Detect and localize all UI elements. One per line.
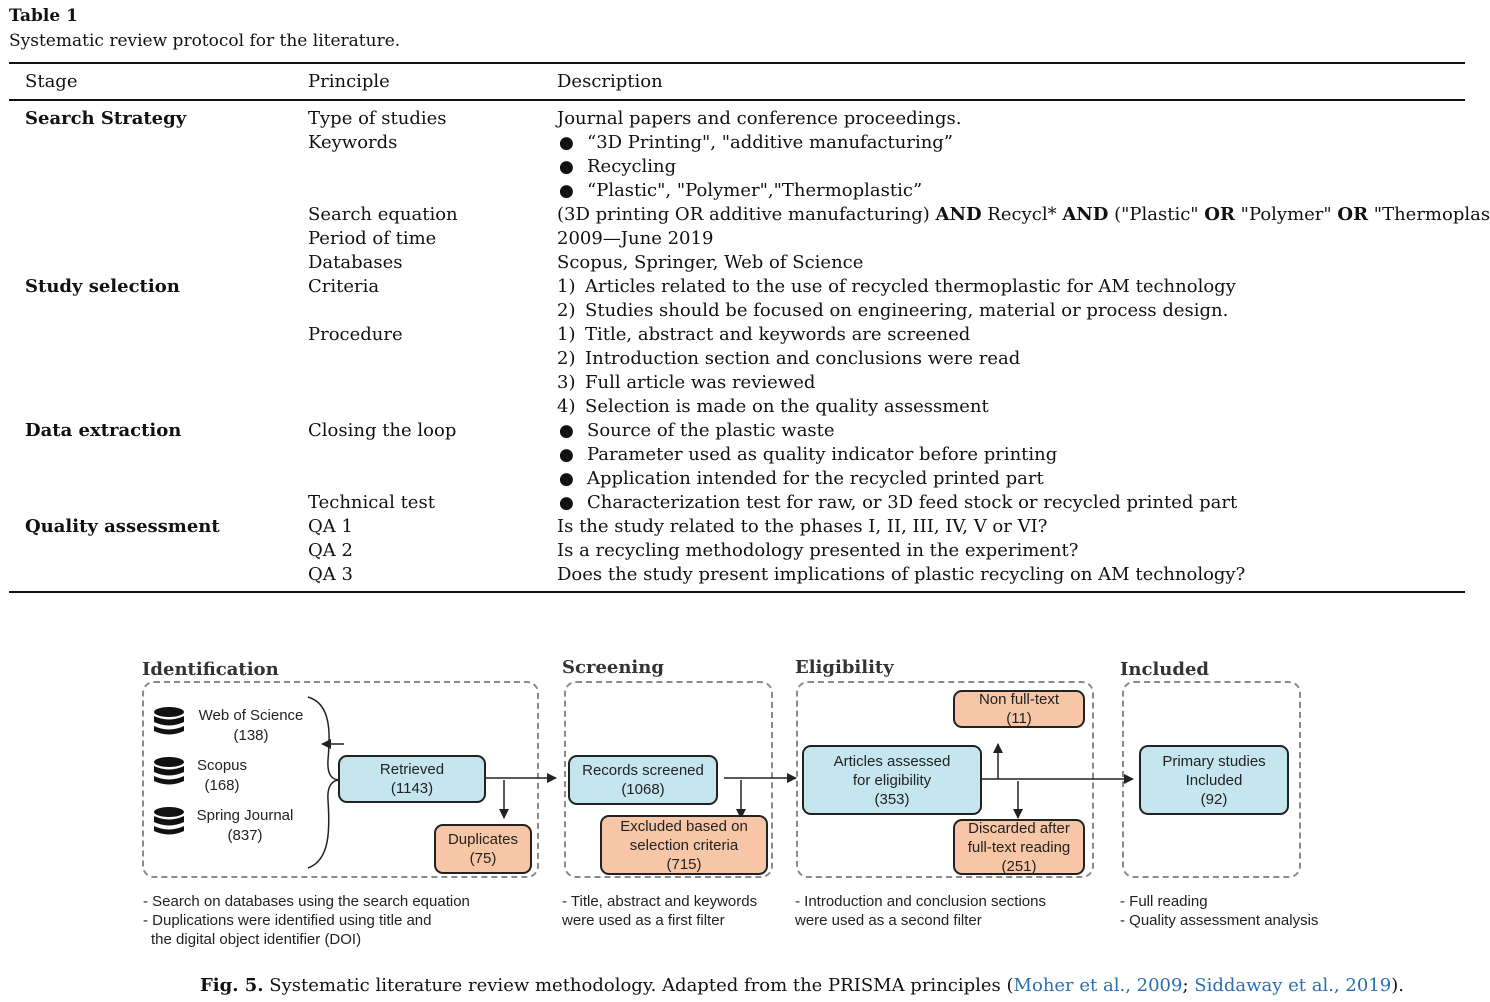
table-header-rule (9, 99, 1465, 101)
stage-quality-assessment: Quality assessment (25, 516, 220, 537)
duplicates-box: Duplicates(75) (434, 824, 532, 874)
non-full-text-box: Non full-text(11) (953, 690, 1085, 728)
identification-panel (142, 681, 539, 878)
criteria-item: 1)Articles related to the use of recycle… (557, 276, 1236, 297)
principle-technical-test: Technical test (308, 492, 435, 513)
included-notes: - Full reading - Quality assessment anal… (1120, 893, 1319, 929)
phase-title-eligibility: Eligibility (795, 657, 894, 678)
db-spring-journal: Spring Journal(837) (196, 807, 294, 844)
screening-notes: - Title, abstract and keywords were used… (562, 893, 758, 929)
database-icon (154, 757, 184, 785)
stage-search-strategy: Search Strategy (25, 108, 187, 129)
desc-type-of-studies: Journal papers and conference proceeding… (557, 108, 962, 129)
table-caption: Systematic review protocol for the liter… (9, 31, 401, 51)
principle-keywords: Keywords (308, 132, 398, 153)
reference-link-siddaway[interactable]: Siddaway et al., 2019 (1194, 975, 1392, 996)
procedure-item: 2)Introduction section and conclusions w… (557, 348, 1021, 369)
principle-procedure: Procedure (308, 324, 403, 345)
desc-qa3: Does the study present implications of p… (557, 564, 1246, 585)
closing-item: Application intended for the recycled pr… (557, 467, 1044, 491)
desc-databases: Scopus, Springer, Web of Science (557, 252, 864, 273)
desc-qa2: Is a recycling methodology presented in … (557, 540, 1079, 561)
procedure-item: 1)Title, abstract and keywords are scree… (557, 324, 971, 345)
principle-criteria: Criteria (308, 276, 380, 297)
keyword-item: “Plastic", "Polymer","Thermoplastic” (557, 179, 922, 203)
db-scopus: Scopus(168) (196, 757, 248, 794)
phase-title-included: Included (1120, 659, 1210, 680)
db-web-of-science: Web of Science(138) (198, 707, 304, 744)
phase-title-identification: Identification (142, 659, 279, 680)
principle-qa2: QA 2 (308, 540, 353, 561)
database-icon (154, 807, 184, 835)
principle-databases: Databases (308, 252, 403, 273)
reference-link-moher[interactable]: Moher et al., 2009 (1013, 975, 1183, 996)
records-screened-box: Records screened(1068) (568, 755, 718, 805)
principle-closing-the-loop: Closing the loop (308, 420, 457, 441)
eligibility-notes: - Introduction and conclusion sections w… (795, 893, 1046, 929)
principle-search-equation: Search equation (308, 204, 458, 225)
technical-item: Characterization test for raw, or 3D fee… (557, 491, 1237, 515)
stage-study-selection: Study selection (25, 276, 180, 297)
principle-type-of-studies: Type of studies (308, 108, 447, 129)
principle-qa1: QA 1 (308, 516, 353, 537)
database-icon (154, 707, 184, 735)
brace-line (307, 696, 341, 869)
desc-qa1: Is the study related to the phases I, II… (557, 516, 1048, 537)
closing-item: Source of the plastic waste (557, 419, 835, 443)
principle-qa3: QA 3 (308, 564, 353, 585)
figure-caption: Fig. 5. Systematic literature review met… (200, 975, 1404, 996)
procedure-item: 3)Full article was reviewed (557, 372, 816, 393)
screening-panel (564, 681, 773, 878)
identification-notes: - Search on databases using the search e… (143, 893, 470, 948)
closing-item: Parameter used as quality indicator befo… (557, 443, 1057, 467)
keyword-item: Recycling (557, 155, 676, 179)
desc-search-equation: (3D printing OR additive manufacturing) … (557, 204, 1490, 225)
keyword-item: “3D Printing", "additive manufacturing” (557, 131, 953, 155)
retrieved-box: Retrieved(1143) (338, 755, 486, 803)
stage-data-extraction: Data extraction (25, 420, 182, 441)
table-bottom-rule (9, 591, 1465, 593)
header-stage: Stage (25, 71, 78, 92)
table-top-rule (9, 62, 1465, 64)
procedure-item: 4)Selection is made on the quality asses… (557, 396, 989, 417)
criteria-item: 2)Studies should be focused on engineeri… (557, 300, 1229, 321)
header-principle: Principle (308, 71, 390, 92)
phase-title-screening: Screening (562, 657, 664, 678)
desc-period: 2009—June 2019 (557, 228, 714, 249)
principle-period: Period of time (308, 228, 437, 249)
table-label: Table 1 (9, 6, 78, 26)
header-description: Description (557, 71, 663, 92)
figure-label: Fig. 5. (200, 975, 264, 996)
